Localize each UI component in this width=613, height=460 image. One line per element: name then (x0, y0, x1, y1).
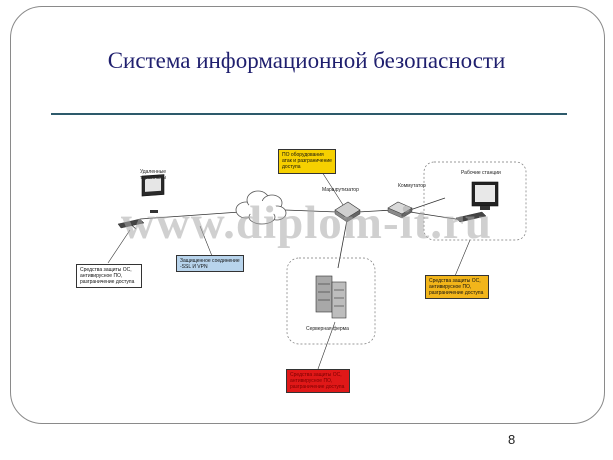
callout-workstation-protection: Средства защиты ОС, антивирусное ПО, раз… (425, 275, 489, 299)
pointer-workstation (454, 239, 471, 277)
title-rule (51, 113, 567, 115)
line-router-switch (357, 209, 394, 213)
line-switch-ws1 (409, 197, 446, 211)
server-farm-group (286, 257, 376, 345)
pointer-secure (199, 225, 213, 257)
workstation-keyboard-icon (455, 211, 487, 223)
pointer-server (317, 321, 336, 370)
label-switch: Коммутатор (398, 183, 426, 189)
router-icon (334, 201, 361, 223)
page-number: 8 (508, 432, 516, 447)
switch-icon (387, 201, 413, 219)
label-workstations: Рабочие станции (461, 170, 501, 176)
callout-remote-protection: Средства защиты ОС, антивирусное ПО, раз… (76, 264, 142, 288)
pointer-router-sw (321, 171, 346, 209)
label-router: Маршрутизатор (322, 187, 359, 193)
line-switch-ws2 (409, 211, 463, 221)
line-router-server (337, 219, 348, 269)
watermark-text: www.diplom-it.ru (120, 197, 493, 249)
callout-secure-connection: Защищенное соединение -SSL И VPN (176, 255, 244, 272)
callout-server-protection: Средства защиты ОС, антивирусное ПО, раз… (286, 369, 350, 393)
pointer-remote (107, 229, 131, 264)
workstation-monitor-icon (471, 181, 499, 210)
workstations-group (423, 161, 527, 241)
line-cloud-router (284, 209, 338, 213)
label-server-farm: Серверная ферма (306, 326, 349, 332)
keyboard-icon (117, 218, 145, 229)
label-remote-terminals: Удаленные терминалы (139, 169, 167, 181)
line-terminal-cloud (139, 211, 241, 220)
slide-title: Система информационной безопасности (107, 48, 506, 73)
callout-router-software: ПО оборудования атак и разграничение дос… (278, 149, 336, 174)
remote-terminal-monitor-icon (141, 174, 165, 213)
server-rack-icon (315, 275, 347, 319)
callout-pointers (107, 171, 471, 370)
slide-frame (10, 6, 605, 424)
